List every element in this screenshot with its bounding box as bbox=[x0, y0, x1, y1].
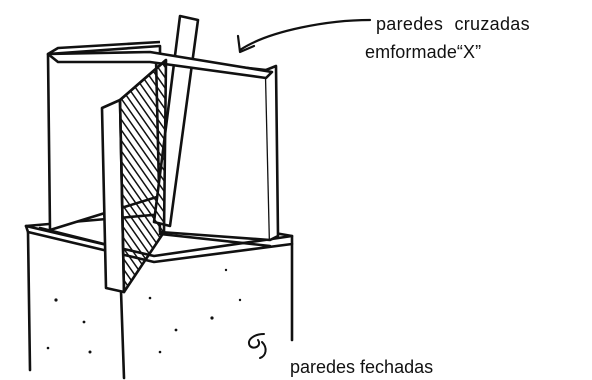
crossed-walls-label-line2: emformade“X” bbox=[365, 42, 482, 62]
crossed-walls-label-line1: paredes cruzadas bbox=[376, 14, 530, 34]
pedestal-speckles bbox=[46, 268, 242, 354]
closed-walls-arrow bbox=[248, 333, 267, 359]
wall-cross-horizontal bbox=[46, 50, 274, 80]
pedestal-rim bbox=[24, 224, 294, 264]
wall-front-shaded bbox=[100, 58, 168, 294]
pedestal-left-edge bbox=[26, 230, 32, 372]
closed-walls-label: paredes fechadas bbox=[290, 357, 434, 377]
crossed-walls-arrow bbox=[236, 18, 372, 54]
pedestal-inner-right bbox=[158, 232, 272, 248]
